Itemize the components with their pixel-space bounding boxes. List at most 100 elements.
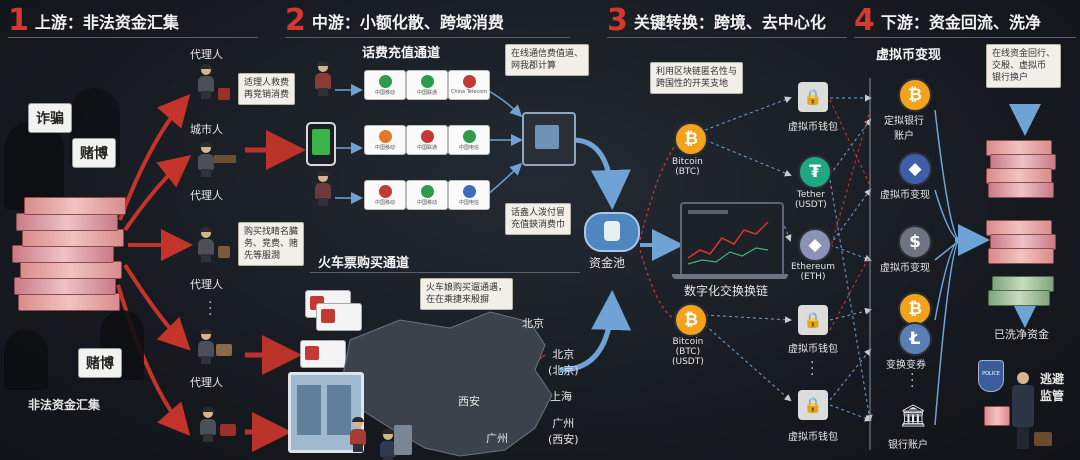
gambling-tag: 赌博 [72, 138, 116, 168]
lock-icon: 🔒 [798, 82, 828, 112]
wallet-label: 虚拟币钱包 [788, 122, 838, 133]
step-label: 变换变券 [886, 360, 926, 371]
train-ticket-icon [300, 340, 346, 368]
carrier-card[interactable]: 中国移动 [406, 180, 448, 210]
lock-icon: 🔒 [798, 390, 828, 420]
ellipsis: ··· [208, 295, 213, 323]
fraud-tag: 诈骗 [28, 103, 72, 133]
city-label: 北京 (北京) [548, 348, 579, 377]
cloud-icon [584, 212, 640, 252]
carrier-card[interactable]: 中国移动 [364, 125, 406, 155]
laptop-base [672, 274, 788, 279]
phone-channel-title: 话费充值通道 [362, 46, 441, 61]
city-label: 北京 [522, 317, 544, 330]
bitcoin-icon: ₿ [674, 122, 708, 156]
city-label: 广州 [486, 432, 508, 445]
header-underline [8, 37, 258, 38]
illicit-pool-label: 非法资金汇集 [28, 398, 101, 412]
tether-icon: ₮ [798, 155, 832, 189]
carrier-card[interactable]: China Telecom [448, 70, 490, 100]
bitcoin-icon: ₿ [898, 292, 932, 326]
stage-title: 上游：非法资金汇集 [34, 13, 179, 32]
escape-regulation-label: 逃避 监管 [1040, 372, 1065, 403]
carrier-card[interactable]: 中国电信 [448, 125, 490, 155]
dollar-icon: $ [898, 225, 932, 259]
stage-number: 3 [607, 3, 628, 38]
downstream-note: 在线资金回行、 交殷、虚拟币 银行换户 [986, 44, 1062, 88]
agent-note: 购买找睛名臓 务、竞费、赌 先等服澗 [238, 222, 305, 266]
cash-pile [12, 195, 127, 315]
box-icon [216, 344, 232, 356]
agent-note: 适理人救费 再竞销消费 [238, 73, 296, 105]
section-divider [310, 272, 580, 273]
city-label: 上海 [550, 390, 572, 403]
box-icon [218, 246, 230, 258]
stage-3-header: 3 关键转换：跨境、去中心化 [607, 4, 826, 38]
exchange-label: 数字化交换换链 [684, 284, 769, 298]
train-channel-note: 火车娘购买遛通遇， 在在乘捷来殷摒 [420, 278, 514, 310]
agent-label: 代理人 [190, 48, 223, 61]
stage-number: 2 [285, 3, 306, 38]
hooded-figure [4, 120, 64, 210]
carrier-card[interactable]: 中国移动 [364, 180, 406, 210]
coin-label: Bitcoin (BTC) [672, 157, 703, 177]
luggage-icon [218, 88, 230, 100]
carrier-card[interactable]: 中国联通 [406, 70, 448, 100]
downstream-title: 虚拟币变现 [876, 48, 942, 63]
stage-4-header: 4 下游：资金回流、洗净 [854, 4, 1041, 38]
luggage-icon [220, 424, 236, 436]
agent-label: 代理人 [190, 278, 223, 291]
processor-chip-icon [522, 112, 576, 166]
ellipsis: ··· [910, 367, 915, 395]
step-label: 虚拟币变现 [880, 263, 930, 274]
stage-number: 4 [854, 3, 875, 38]
train-ticket-icon [316, 303, 362, 331]
step-label: 虚拟币变现 [880, 190, 930, 201]
coin-label: Tether (USDT) [795, 190, 827, 210]
litecoin-icon: Ł [898, 322, 932, 356]
agent-figure [196, 142, 216, 177]
user-figure [313, 171, 333, 206]
bank-icon: 🏛 [899, 404, 927, 429]
traveler-figure [378, 429, 398, 460]
stage-title: 中游：小额化散、跨域消费 [311, 13, 504, 32]
ticket-machine-icon [394, 425, 412, 455]
step-label: 定拟银行 账户 [884, 116, 924, 142]
carrier-card[interactable]: 中国联通 [406, 125, 448, 155]
desk-icon [214, 155, 236, 163]
train-channel-title: 火车票购买通道 [318, 256, 410, 271]
gambling-tag: 赌博 [78, 348, 122, 378]
agent-label: 城市人 [190, 123, 223, 136]
phone-channel-note: 话盎人泼付冒 充值鋏消费巾 [505, 203, 572, 235]
agent-figure [196, 329, 216, 364]
stage-number: 1 [8, 3, 29, 38]
clean-money-stack [986, 130, 1056, 310]
wallet-label: 虚拟币钱包 [788, 432, 838, 443]
carrier-card[interactable]: 中国电信 [448, 180, 490, 210]
ellipsis: ··· [810, 355, 815, 383]
cash-in-hand [984, 406, 1010, 426]
header-underline [285, 37, 570, 38]
traveler-figure [348, 417, 368, 452]
carrier-card[interactable]: 中国移动 [364, 70, 406, 100]
clean-funds-label: 已洗净资金 [994, 328, 1049, 341]
user-figure [313, 61, 333, 96]
city-label: 西安 [458, 395, 480, 408]
coin-label: Bitcoin (BTC) (USDT) [672, 337, 704, 367]
fund-pool-label: 资金池 [589, 256, 626, 270]
lock-icon: 🔒 [798, 305, 828, 335]
stage-title: 关键转换：跨境、去中心化 [633, 13, 826, 32]
wallet-label: 虚拟币钱包 [788, 344, 838, 355]
china-map [341, 311, 553, 457]
shadow-figure [4, 330, 48, 390]
agent-figure [198, 407, 218, 442]
agent-figure [196, 227, 216, 262]
city-label: 广州 (西安) [548, 417, 579, 446]
bitcoin-icon: ₿ [898, 78, 932, 112]
agent-label: 代理人 [190, 376, 223, 389]
ethereum-icon: ◆ [798, 228, 832, 262]
police-badge-icon: POLICE [978, 360, 1004, 392]
phone-channel-note: 在线通信费值道、 网我郡计算 [505, 44, 590, 76]
exchange-screen [680, 202, 784, 278]
